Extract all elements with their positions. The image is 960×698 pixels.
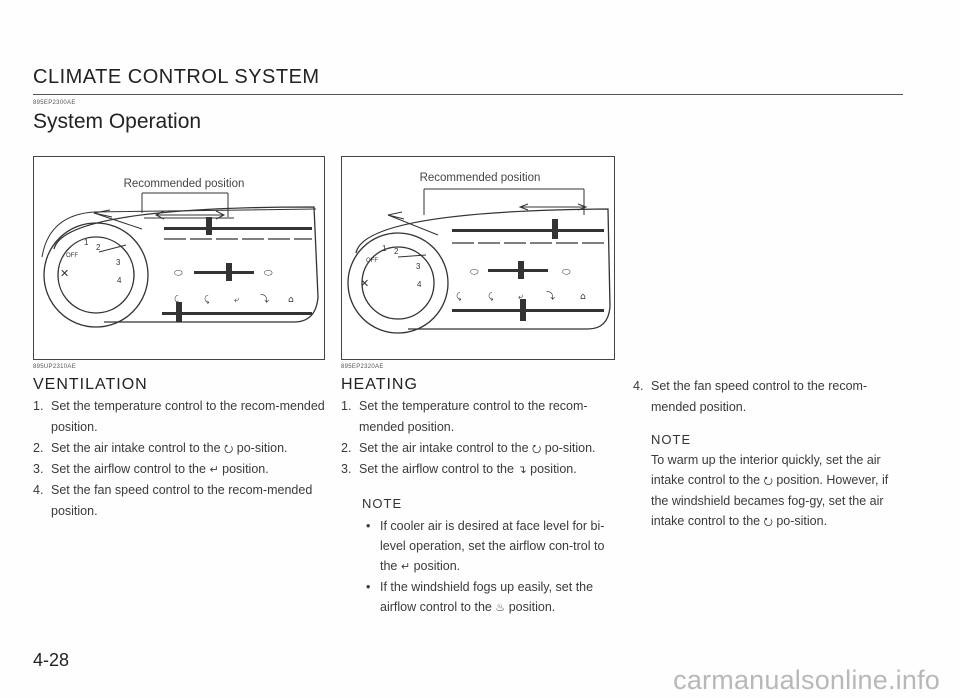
heating-notes: •If cooler air is desired at face level … <box>362 516 620 618</box>
recirc-icon: ⭮ <box>763 515 773 528</box>
svg-text:✕: ✕ <box>360 277 369 290</box>
dial-2: 2 <box>96 243 101 252</box>
figure-code-right: 895EP2320AE <box>341 364 384 370</box>
face-vent-icon: ↵ <box>209 463 219 476</box>
page-subtitle: System Operation <box>33 110 202 133</box>
dial-off: OFF <box>66 253 78 259</box>
list-item: •If the windshield fogs up easily, set t… <box>366 580 594 614</box>
header-rule <box>33 94 903 95</box>
dial-2: 2 <box>394 247 399 256</box>
list-item: 2.Set the air intake control to the ⭮ po… <box>33 441 288 455</box>
list-item: 4.Set the fan speed control to the recom… <box>633 379 868 414</box>
heating-heading: HEATING <box>341 376 418 393</box>
list-item: •If cooler air is desired at face level … <box>366 519 605 573</box>
page-number: 4-28 <box>33 650 70 670</box>
foot-vent-icon: ↴ <box>517 463 527 476</box>
recommended-label: Recommended position <box>124 178 245 190</box>
svg-text:✕: ✕ <box>60 267 69 280</box>
heating-note-title: NOTE <box>362 496 403 511</box>
list-item: 1.Set the temperature control to the rec… <box>341 399 588 434</box>
dial-1: 1 <box>84 238 89 247</box>
svg-text:⬭: ⬭ <box>562 267 571 278</box>
recirc-icon: ⭮ <box>224 442 234 455</box>
ventilation-heading: VENTILATION <box>33 376 148 393</box>
ventilation-steps: 1.Set the temperature control to the rec… <box>33 396 328 522</box>
svg-text:⤶: ⤶ <box>518 292 524 302</box>
face-vent-icon: ↵ <box>400 560 411 573</box>
list-item: 1.Set the temperature control to the rec… <box>33 399 325 434</box>
list-item: 4.Set the fan speed control to the recom… <box>33 483 313 518</box>
section-code: 895EP2300AE <box>33 100 76 106</box>
fan-step: 4.Set the fan speed control to the recom… <box>633 376 908 418</box>
list-item: 3.Set the airflow control to the ↵ posit… <box>33 462 269 476</box>
dial-4: 4 <box>117 276 122 285</box>
svg-text:⤹: ⤹ <box>488 291 494 302</box>
figure-heating: Recommended position OFF 1 2 3 4 ✕ ⬭ ⬭ ⤹… <box>341 156 615 360</box>
list-item: 2.Set the air intake control to the ⭮ po… <box>341 441 596 455</box>
dial-3: 3 <box>116 258 121 267</box>
heating-steps: 1.Set the temperature control to the rec… <box>341 396 621 480</box>
recirc-icon: ⭮ <box>532 442 542 455</box>
dial-off: OFF <box>366 258 378 264</box>
recommended-label: Recommended position <box>420 172 541 184</box>
figure-ventilation: Recommended position OFF 1 2 3 4 ✕ ⬭ ⬭ ⤹… <box>33 156 325 360</box>
list-item: 3.Set the airflow control to the ↴ posit… <box>341 462 577 476</box>
watermark: carmanualsonline.info <box>673 665 940 695</box>
right-note-title: NOTE <box>651 432 692 447</box>
climate-panel-diagram: Recommended position OFF 1 2 3 4 ✕ ⬭ ⬭ ⤹… <box>41 178 319 328</box>
svg-text:⤹: ⤹ <box>174 294 180 305</box>
recirc-icon: ⭮ <box>763 474 773 487</box>
dial-1: 1 <box>382 244 387 253</box>
svg-text:⌂: ⌂ <box>288 295 294 305</box>
svg-text:⬭: ⬭ <box>470 267 479 278</box>
svg-text:⌂: ⌂ <box>580 292 586 302</box>
defrost-foot-icon: ♨ <box>495 601 506 614</box>
svg-text:⤵: ⤵ <box>546 291 555 302</box>
svg-text:⬭: ⬭ <box>174 268 183 279</box>
section-title: CLIMATE CONTROL SYSTEM <box>33 66 320 88</box>
dial-4: 4 <box>417 280 422 289</box>
figure-code-left: 895UP2310AE <box>33 364 76 370</box>
svg-text:⬭: ⬭ <box>264 268 273 279</box>
svg-text:⤵: ⤵ <box>260 294 269 305</box>
svg-text:⤹: ⤹ <box>204 294 210 305</box>
dial-3: 3 <box>416 262 421 271</box>
right-note-text: To warm up the interior quickly, set the… <box>651 453 889 528</box>
climate-panel-diagram-heating: Recommended position OFF 1 2 3 4 ✕ ⬭ ⬭ ⤹… <box>347 172 611 334</box>
svg-text:⤶: ⤶ <box>234 295 240 305</box>
svg-text:⤹: ⤹ <box>456 291 462 302</box>
